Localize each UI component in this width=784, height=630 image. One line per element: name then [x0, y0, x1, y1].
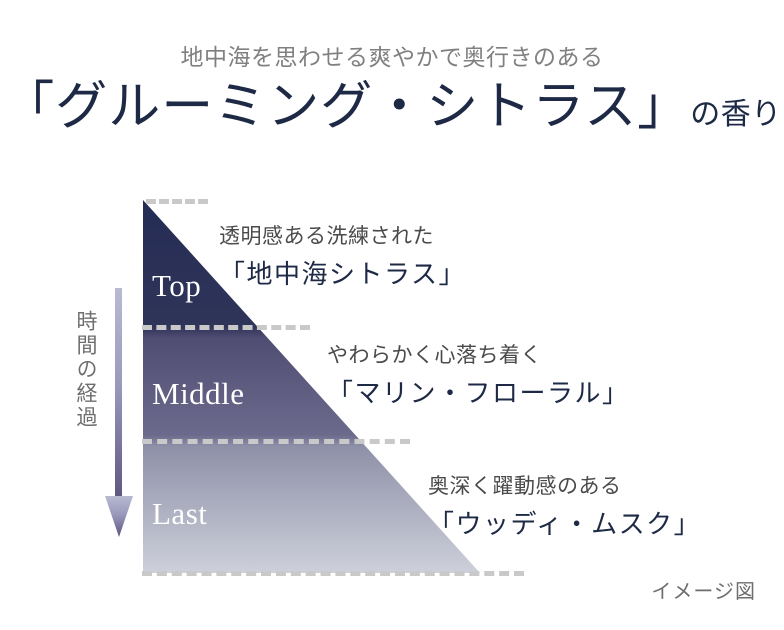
- note-description-last: 奥深く躍動感のある 「ウッディ・ムスク」: [428, 472, 701, 544]
- tier-divider-apex: [146, 199, 208, 204]
- tier-label-middle: Middle: [152, 376, 245, 411]
- note-name-middle: 「マリン・フローラル」: [327, 379, 630, 409]
- note-lead-middle: やわらかく心落ち着く: [327, 344, 542, 367]
- note-name-last: 「ウッディ・ムスク」: [428, 510, 702, 540]
- time-direction-arrow-icon: [105, 288, 133, 537]
- tier-divider-middle-last: [142, 439, 410, 444]
- note-name-top: 「地中海シトラス」: [219, 260, 466, 290]
- tier-divider-top-middle: [142, 325, 310, 330]
- note-description-top: 透明感ある洗練された 「地中海シトラス」: [219, 222, 466, 294]
- note-lead-top: 透明感ある洗練された: [219, 225, 434, 248]
- note-lead-last: 奥深く躍動感のある: [428, 475, 622, 498]
- page-subtitle: 地中海を思わせる爽やかで奥行きのある: [180, 44, 604, 70]
- page-title: 「グルーミング・シトラス」の香り: [0, 82, 784, 134]
- page-title-suffix: の香り: [690, 98, 782, 131]
- time-axis-label: 時間の経過: [74, 310, 97, 430]
- fragrance-pyramid-shape: [143, 200, 480, 573]
- page-title-main: 「グルーミング・シトラス」: [2, 79, 691, 136]
- tier-baseline: [142, 571, 524, 576]
- tier-label-top: Top: [152, 268, 202, 303]
- note-description-middle: やわらかく心落ち着く 「マリン・フローラル」: [327, 341, 630, 413]
- tier-label-last: Last: [152, 496, 208, 531]
- image-note-caption: イメージ図: [651, 581, 756, 603]
